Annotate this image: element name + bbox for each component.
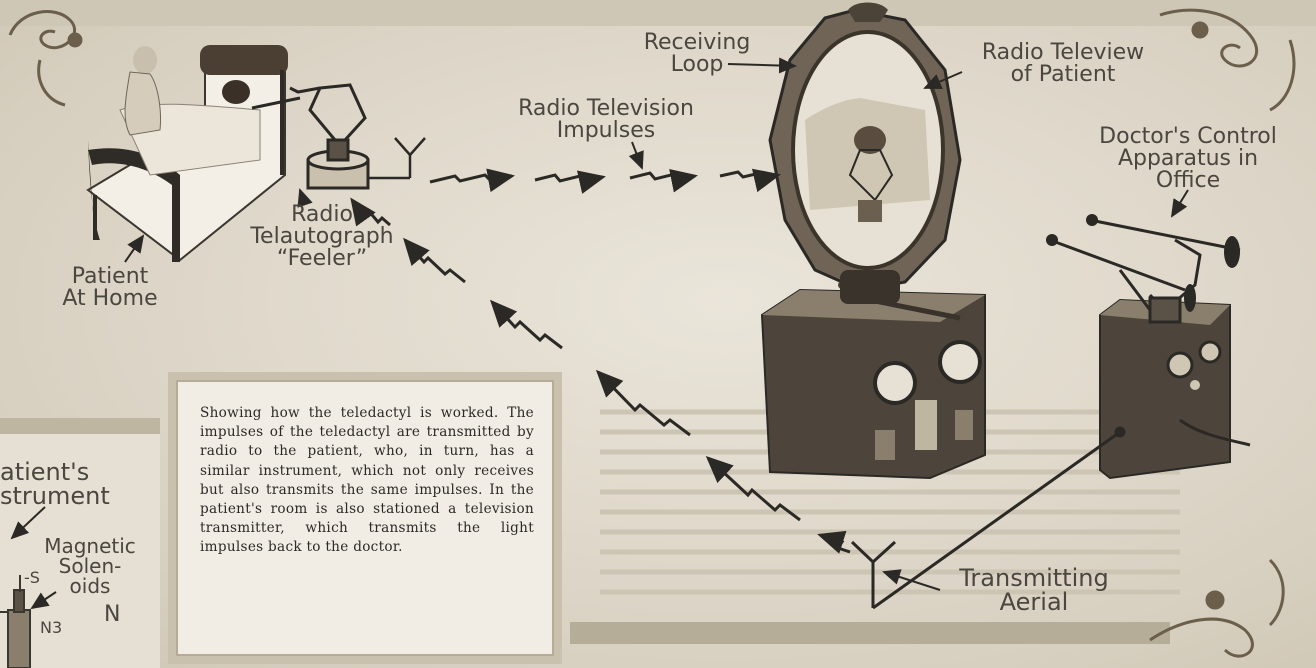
label-solenoid-n: N <box>104 602 121 627</box>
patient-antenna <box>368 137 426 180</box>
top-strip <box>0 0 1316 26</box>
corner-ornament-bottom-right <box>1149 558 1285 658</box>
transmitting-aerial <box>850 418 1251 610</box>
telautograph-feeler <box>251 83 370 190</box>
label-pointers <box>10 57 1189 610</box>
label-coil-s: -S <box>24 568 40 587</box>
radio-impulses-to-patient <box>350 197 851 554</box>
doctors-control-apparatus <box>1046 214 1241 480</box>
patients-instrument-drawing <box>0 575 31 668</box>
bottom-band <box>570 622 1170 644</box>
receiving-cabinet <box>760 270 986 480</box>
caption-text: Showing how the teledactyl is worked. Th… <box>200 405 534 556</box>
corner-ornament-top-right <box>1159 8 1296 112</box>
caption-box: Showing how the teledactyl is worked. Th… <box>168 372 562 664</box>
receiving-loop-mirror <box>768 2 962 295</box>
label-coil-n3: N3 <box>40 618 63 637</box>
corner-ornament-top-left <box>8 10 83 107</box>
patient-bed-drawing <box>86 45 288 262</box>
radio-impulses-to-doctor <box>429 168 781 194</box>
